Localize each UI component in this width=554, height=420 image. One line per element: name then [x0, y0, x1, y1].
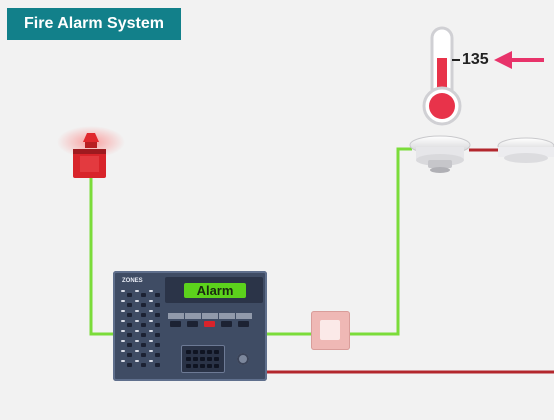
manual-call-point-icon — [311, 311, 350, 350]
smoke-detector-icon — [497, 137, 554, 163]
panel-button[interactable] — [238, 321, 249, 327]
zone-indicator-grid — [121, 290, 163, 370]
key-switch-icon[interactable] — [237, 353, 249, 365]
panel-keypad[interactable] — [181, 345, 225, 373]
callpoint-to-detector-wire — [350, 147, 412, 336]
page-title: Fire Alarm System — [7, 8, 181, 40]
zones-label: ZONES — [122, 278, 143, 284]
control-buttons — [168, 313, 262, 337]
panel-button[interactable] — [221, 321, 232, 327]
control-panel-icon: ZONES Alarm — [113, 271, 267, 381]
temperature-reading: 135 — [462, 51, 489, 68]
alarm-sounder-icon — [57, 126, 125, 178]
panel-button[interactable] — [170, 321, 181, 327]
panel-button-alarm[interactable] — [204, 321, 215, 327]
thermometer-icon — [422, 26, 462, 126]
panel-display: Alarm — [184, 283, 246, 298]
heat-detector-icon — [409, 135, 471, 173]
title-text: Fire Alarm System — [24, 15, 164, 32]
panel-button[interactable] — [187, 321, 198, 327]
sounder-wire — [89, 178, 114, 336]
reading-arrow-icon — [494, 51, 544, 69]
